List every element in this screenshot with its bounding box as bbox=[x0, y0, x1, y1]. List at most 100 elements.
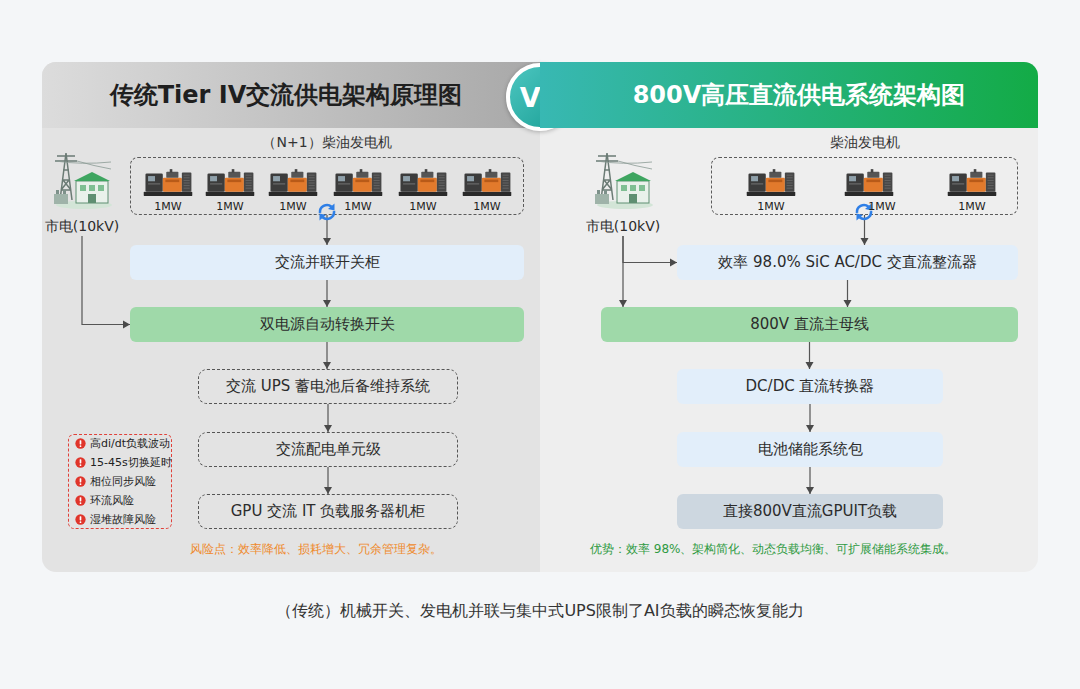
footer-note: 风险点：效率降低、损耗增大、冗余管理复杂。 bbox=[190, 541, 530, 558]
arrow-head bbox=[806, 425, 814, 432]
connector bbox=[324, 404, 332, 432]
rating-label: 1MW bbox=[749, 200, 793, 213]
group-heading: 柴油发电机 bbox=[682, 134, 1047, 152]
arrow-head bbox=[323, 362, 331, 369]
rating-label: 1MW bbox=[950, 200, 994, 213]
bus-box: 800V 直流主母线 bbox=[601, 307, 1018, 342]
connector-line bbox=[326, 342, 327, 369]
node-text: 直接800V直流GPUIT负载 bbox=[723, 502, 897, 521]
arrow-head bbox=[619, 300, 627, 307]
risk-item: 15-45s切换延时 bbox=[75, 455, 172, 470]
connector bbox=[844, 280, 852, 307]
risk-text: 湿堆故障风险 bbox=[90, 512, 156, 527]
connector bbox=[323, 342, 331, 369]
connector-line bbox=[622, 236, 623, 307]
warning-icon bbox=[75, 438, 86, 449]
arrow-head bbox=[323, 238, 331, 245]
arrow-head bbox=[861, 238, 869, 245]
node-text: GPU 交流 IT 负载服务器机柜 bbox=[231, 502, 426, 521]
rating-label: 1MW bbox=[860, 200, 904, 213]
dashed-process-box: 交流配电单元级 bbox=[198, 432, 458, 467]
arrow-head bbox=[670, 259, 677, 267]
utility-source: 市电(10kV) bbox=[581, 148, 665, 236]
node-text: 传统Tier IV交流供电架构原理图 bbox=[110, 79, 473, 111]
connector-line bbox=[327, 467, 328, 494]
header-band: 传统Tier IV交流供电架构原理图 bbox=[42, 62, 540, 128]
connector-line bbox=[326, 280, 327, 307]
node-text: 800V高压直流供电系统架构图 bbox=[613, 79, 966, 111]
process-box: DC/DC 直流转换器 bbox=[677, 369, 943, 404]
connector bbox=[323, 215, 331, 245]
connector bbox=[324, 467, 332, 494]
connector-line bbox=[82, 236, 130, 325]
risk-item: 相位同步风险 bbox=[75, 474, 156, 489]
bus-box: 双电源自动转换开关 bbox=[130, 307, 524, 342]
group-heading: （N+1）柴油发电机 bbox=[101, 134, 553, 152]
process-box: 电池储能系统包 bbox=[677, 432, 943, 467]
header-band: 800V高压直流供电系统架构图 bbox=[540, 62, 1038, 128]
dashed-process-box: 交流 UPS 蓄电池后备维持系统 bbox=[198, 369, 458, 404]
sync-icons bbox=[320, 204, 872, 221]
rating-label: 1MW bbox=[146, 200, 190, 213]
connector bbox=[806, 404, 814, 432]
connector bbox=[619, 236, 627, 307]
connector-line bbox=[327, 404, 328, 432]
risk-text: 15-45s切换延时 bbox=[90, 455, 172, 470]
warning-icon bbox=[75, 514, 86, 525]
generator-group: （N+1）柴油发电机 bbox=[130, 157, 524, 215]
arrow-head bbox=[324, 487, 332, 494]
node-text: 交流 UPS 蓄电池后备维持系统 bbox=[226, 377, 430, 396]
warning-icon bbox=[75, 495, 86, 506]
footer-note: 优势：效率 98%、架构简化、动态负载均衡、可扩展储能系统集成。 bbox=[590, 541, 1030, 558]
connector bbox=[806, 467, 814, 494]
connector-line bbox=[326, 215, 327, 245]
connector bbox=[323, 280, 331, 307]
dashed-process-box: GPU 交流 IT 负载服务器机柜 bbox=[198, 494, 458, 529]
connector bbox=[861, 215, 869, 245]
warning-icon bbox=[75, 476, 86, 487]
arrow-head bbox=[123, 321, 130, 329]
node-text: 交流配电单元级 bbox=[276, 440, 381, 459]
connector-line bbox=[809, 342, 810, 369]
risk-item: 高di/dt负载波动 bbox=[75, 436, 170, 451]
risk-text: 高di/dt负载波动 bbox=[90, 436, 170, 451]
rating-label: 1MW bbox=[208, 200, 252, 213]
generator-icons bbox=[144, 169, 997, 196]
connector-line bbox=[809, 467, 810, 494]
node-text: 效率 98.0% SiC AC/DC 交直流整流器 bbox=[718, 253, 976, 272]
arrow-head bbox=[844, 300, 852, 307]
arrow-head bbox=[806, 487, 814, 494]
node-text: DC/DC 直流转换器 bbox=[746, 377, 875, 396]
rating-label: 1MW bbox=[465, 200, 509, 213]
risk-item: 环流风险 bbox=[75, 493, 134, 508]
node-text: 双电源自动转换开关 bbox=[260, 315, 395, 334]
connector-line bbox=[809, 404, 810, 432]
node-text: 市电(10kV) bbox=[586, 218, 660, 236]
rating-label: 1MW bbox=[401, 200, 445, 213]
arrow-head bbox=[806, 362, 814, 369]
utility-source: 市电(10kV) bbox=[40, 148, 124, 236]
load-box: 直接800V直流GPUIT负载 bbox=[677, 494, 943, 529]
rating-label: 1MW bbox=[336, 200, 380, 213]
node-text: 市电(10kV) bbox=[45, 218, 119, 236]
connector bbox=[623, 236, 677, 267]
connector bbox=[806, 342, 814, 369]
connector-line bbox=[623, 236, 677, 263]
risk-text: 环流风险 bbox=[90, 493, 134, 508]
rating-label: 1MW bbox=[271, 200, 315, 213]
arrow-head bbox=[323, 300, 331, 307]
node-text: 电池储能系统包 bbox=[758, 440, 863, 459]
process-box: 交流并联开关柜 bbox=[130, 245, 524, 280]
connector bbox=[82, 236, 130, 329]
warning-icon bbox=[75, 457, 86, 468]
figure-caption: （传统）机械开关、发电机并联与集中式UPS限制了AI负载的瞬态恢复能力 bbox=[0, 601, 1080, 622]
risk-text: 相位同步风险 bbox=[90, 474, 156, 489]
process-box: 效率 98.0% SiC AC/DC 交直流整流器 bbox=[677, 245, 1018, 280]
arrow-head bbox=[324, 425, 332, 432]
connector-line bbox=[864, 215, 865, 245]
